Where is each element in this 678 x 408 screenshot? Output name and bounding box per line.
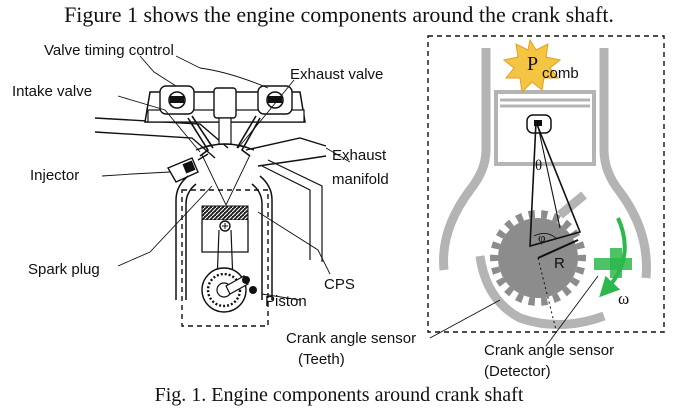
label-valve-timing-control: Valve timing control bbox=[44, 42, 174, 59]
symbol-pressure: P bbox=[527, 53, 538, 75]
leader-lines bbox=[101, 55, 351, 301]
label-intake-valve: Intake valve bbox=[12, 83, 92, 100]
rotation-arrow bbox=[599, 217, 627, 298]
symbol-radius: R bbox=[554, 255, 565, 272]
piston bbox=[201, 205, 249, 283]
label-crank-detector-2: (Detector) bbox=[484, 363, 551, 380]
label-spark-plug: Spark plug bbox=[28, 261, 100, 278]
intake-manifold bbox=[94, 117, 229, 159]
symbol-theta: θ bbox=[535, 158, 542, 174]
crank-wheel bbox=[201, 267, 250, 313]
label-exhaust: Exhaust bbox=[332, 147, 387, 164]
figure-intro-text: Figure 1 shows the engine components aro… bbox=[64, 2, 614, 27]
connecting-rod bbox=[529, 121, 582, 248]
symbol-pressure-subscript: comb bbox=[542, 65, 579, 82]
cps-sensor bbox=[249, 286, 257, 294]
exhaust-camshaft bbox=[257, 85, 293, 115]
label-injector: Injector bbox=[30, 167, 79, 184]
schematic-dashed-frame bbox=[427, 35, 665, 333]
schematic-piston bbox=[494, 90, 596, 166]
zoom-region-box bbox=[181, 189, 269, 327]
intake-valve-stem bbox=[187, 115, 214, 157]
label-cps: CPS bbox=[324, 276, 355, 293]
cylinder-wall-left bbox=[439, 48, 491, 271]
label-exhaust-valve: Exhaust valve bbox=[290, 66, 383, 83]
engine-cross-section: Valve timing control Exhaust valve Intak… bbox=[12, 42, 389, 327]
exhaust-manifold bbox=[245, 137, 327, 167]
symbol-phi: φ bbox=[538, 230, 546, 245]
label-crank-detector-1: Crank angle sensor bbox=[484, 342, 614, 359]
crank-schematic: P comb θ φ R ω Crank angle sensor (Teeth… bbox=[286, 35, 665, 380]
label-manifold: manifold bbox=[332, 171, 389, 188]
spark-plug-body bbox=[213, 87, 237, 119]
label-piston: Piston bbox=[265, 293, 307, 310]
injector bbox=[166, 153, 209, 183]
intake-camshaft bbox=[159, 85, 195, 115]
cylinder-block bbox=[175, 175, 197, 300]
symbol-omega: ω bbox=[618, 289, 629, 308]
cylinder-wall-right bbox=[599, 48, 651, 279]
combustion-burst bbox=[502, 38, 562, 94]
figure-caption: Fig. 1. Engine components around crank s… bbox=[154, 384, 524, 406]
label-crank-teeth-2: (Teeth) bbox=[298, 351, 345, 368]
label-crank-teeth-1: Crank angle sensor bbox=[286, 330, 416, 347]
